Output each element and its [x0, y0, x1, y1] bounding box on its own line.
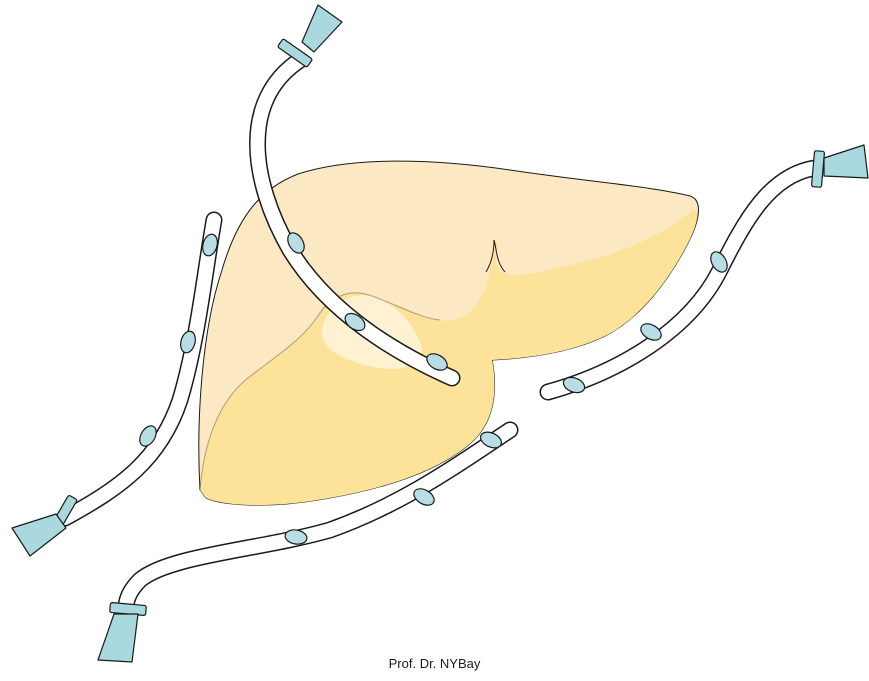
- drain-connector: [824, 145, 868, 178]
- drain-connector: [12, 514, 66, 556]
- drain-left: [12, 220, 220, 556]
- drain-connector: [302, 5, 342, 52]
- drain-connector: [98, 614, 138, 662]
- author-credit: Prof. Dr. NYBay: [0, 656, 869, 671]
- drain-clamp: [811, 151, 824, 188]
